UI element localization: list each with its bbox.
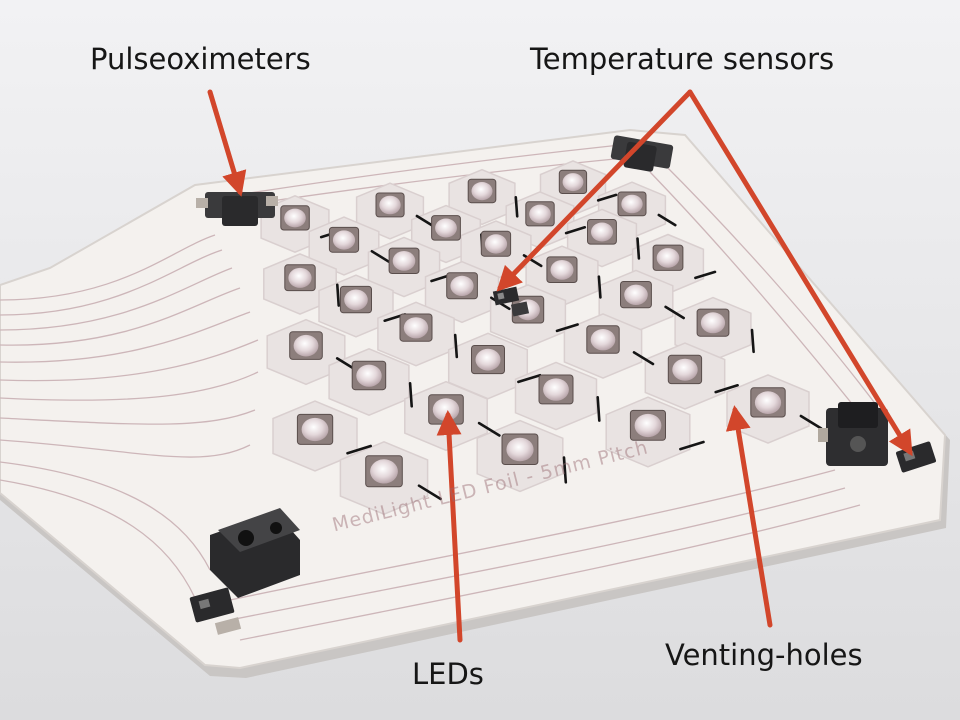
led (280, 205, 310, 231)
led (467, 178, 497, 204)
led (365, 455, 403, 488)
venting-hole (799, 414, 823, 430)
led (546, 256, 578, 283)
arrow-venting-holes (725, 405, 773, 628)
venting-hole (597, 275, 602, 299)
venting-hole (514, 196, 519, 218)
led (558, 169, 588, 195)
arrow-temp-center (496, 89, 693, 292)
led (388, 247, 420, 275)
arrow-leds (436, 410, 463, 643)
led (617, 191, 647, 217)
led (538, 374, 574, 405)
led-array (280, 169, 786, 488)
venting-hole (370, 250, 391, 264)
venting-hole (415, 214, 435, 228)
led (667, 354, 703, 385)
venting-hole (408, 381, 414, 408)
led (399, 313, 433, 342)
led (696, 308, 730, 337)
venting-hole (714, 383, 739, 394)
led (501, 433, 539, 465)
led (629, 409, 667, 441)
label-temperature-sensors: Temperature sensors (530, 42, 835, 76)
arrow-pulseoximeters (207, 89, 247, 197)
arrow-temp-right (687, 89, 913, 457)
venting-hole (517, 373, 542, 384)
led (328, 226, 360, 253)
temperature-sensor-bottom-left (189, 587, 242, 635)
callout-arrows (207, 89, 913, 643)
venting-hole (679, 440, 705, 451)
flex-traces (0, 144, 881, 641)
pulseoximeter-bottom-left (210, 508, 300, 598)
led (375, 192, 405, 218)
venting-hole (346, 444, 373, 455)
venting-hole (596, 193, 618, 202)
led (620, 281, 652, 309)
venting-hole (477, 421, 501, 437)
label-venting-holes: Venting-holes (665, 638, 863, 672)
label-pulseoximeters: Pulseoximeters (90, 42, 311, 76)
led (587, 219, 617, 245)
venting-hole (562, 456, 568, 484)
led (586, 325, 620, 354)
pulseoximeter-top-left (196, 192, 278, 226)
led (480, 230, 512, 257)
led (446, 272, 478, 300)
led (750, 387, 786, 418)
venting-hole (750, 328, 755, 354)
venting-hole (632, 351, 655, 366)
venting-hole (555, 323, 579, 333)
venting-hole (453, 333, 459, 359)
venting-hole (335, 283, 341, 307)
led (652, 244, 684, 271)
led (471, 345, 505, 375)
venting-hole (694, 270, 717, 280)
venting-hole (664, 305, 686, 320)
led (339, 285, 372, 314)
led (351, 360, 387, 391)
led (284, 264, 316, 292)
led (431, 215, 461, 241)
pulseoximeter-right (818, 402, 888, 466)
venting-hole (636, 237, 641, 260)
led (289, 331, 323, 360)
venting-hole (657, 213, 677, 227)
venting-hole (564, 226, 587, 235)
venting-hole (596, 395, 601, 422)
led (296, 413, 334, 445)
label-leds: LEDs (412, 657, 484, 691)
led (525, 201, 555, 227)
venting-hole (417, 484, 442, 501)
